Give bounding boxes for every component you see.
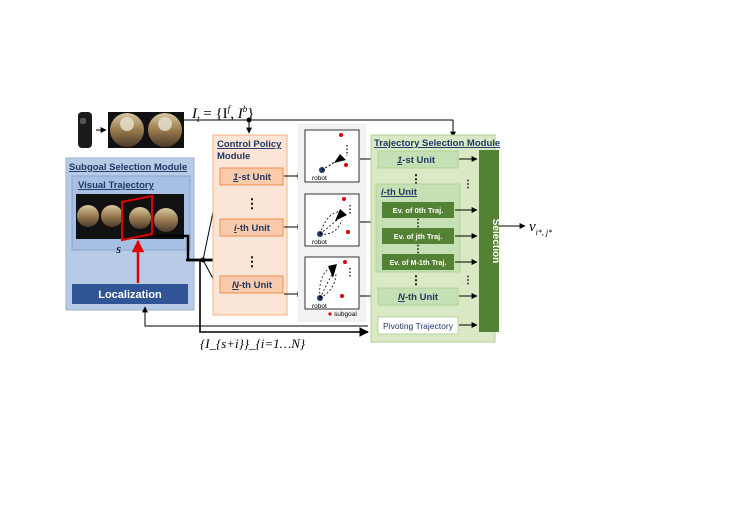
selection-unit-n <box>377 287 459 306</box>
subgoal-module-title: Subgoal Selection Module <box>69 162 187 173</box>
eval-traj-0 <box>382 202 454 218</box>
ev-ellipsis-2: ⋮ <box>413 244 423 255</box>
control-unit-1 <box>219 167 284 186</box>
selection-unit-n-label: N-th Unit <box>398 292 439 303</box>
control-unit-i-label: i-th Unit <box>234 223 271 234</box>
selection-unit-1 <box>377 150 459 169</box>
eval-traj-m <box>382 254 454 270</box>
selection-bar <box>479 150 499 332</box>
selection-module-title: Trajectory Selection Module <box>374 138 500 149</box>
trajectory-panel-n: robot <box>304 256 360 310</box>
subgoal-marker <box>328 312 332 316</box>
output-equation: νi*, j* <box>529 219 552 237</box>
selection-unit-i-label: i-th Unit <box>381 187 418 198</box>
control-ellipsis-2: ⋮ <box>246 254 259 269</box>
s-label: s <box>116 241 121 256</box>
localization-label: Localization <box>98 289 162 301</box>
trajectory-panel-1: robot <box>304 129 360 183</box>
eval-traj-j-label: Ev. of jth Traj. <box>394 232 443 241</box>
svg-text:robot: robot <box>312 239 327 246</box>
svg-text:robot: robot <box>312 303 327 310</box>
selection-ellipsis-1: ⋮ <box>410 172 422 186</box>
visual-trajectory-images <box>76 194 184 242</box>
eval-traj-j <box>382 228 454 244</box>
ev-ellipsis-1: ⋮ <box>413 218 423 229</box>
control-module-title-1: Control Policy <box>217 139 282 150</box>
subgoal-to-selection-arrow <box>199 260 369 337</box>
pivoting-trajectory-label: Pivoting Trajectory <box>383 321 454 331</box>
image-equation: It = {If, Ib} <box>191 104 254 124</box>
arrow-ellipsis-1: ⋮ <box>463 179 473 190</box>
control-module-title-2: Module <box>217 151 250 162</box>
svg-text:robot: robot <box>312 175 327 182</box>
control-unit-n <box>219 275 284 294</box>
localization-box <box>72 284 188 304</box>
pivoting-trajectory-box <box>377 316 459 335</box>
eval-traj-0-label: Ev. of 0th Traj. <box>393 206 444 215</box>
control-ellipsis-1: ⋮ <box>246 196 259 211</box>
camera-icon <box>78 112 92 148</box>
selection-unit-1-label: 1-st Unit <box>397 155 436 166</box>
selection-label: Selection <box>490 219 501 263</box>
eval-traj-m-label: Ev. of M-1th Traj. <box>390 258 447 267</box>
control-unit-n-label: N-th Unit <box>232 280 273 291</box>
visual-trajectory-title: Visual Trajectory <box>78 180 155 191</box>
subgoal-images-equation: {I_{s+i}}_{i=1…N} <box>200 336 306 351</box>
input-image-pair <box>108 112 184 148</box>
trajectory-panel-i: robot <box>304 193 360 247</box>
control-unit-i <box>219 218 284 237</box>
subgoal-label: subgoal <box>334 311 357 318</box>
control-unit-1-label: 1-st Unit <box>233 172 272 183</box>
arrow-ellipsis-2: ⋮ <box>463 275 473 286</box>
selection-ellipsis-2: ⋮ <box>410 273 422 287</box>
